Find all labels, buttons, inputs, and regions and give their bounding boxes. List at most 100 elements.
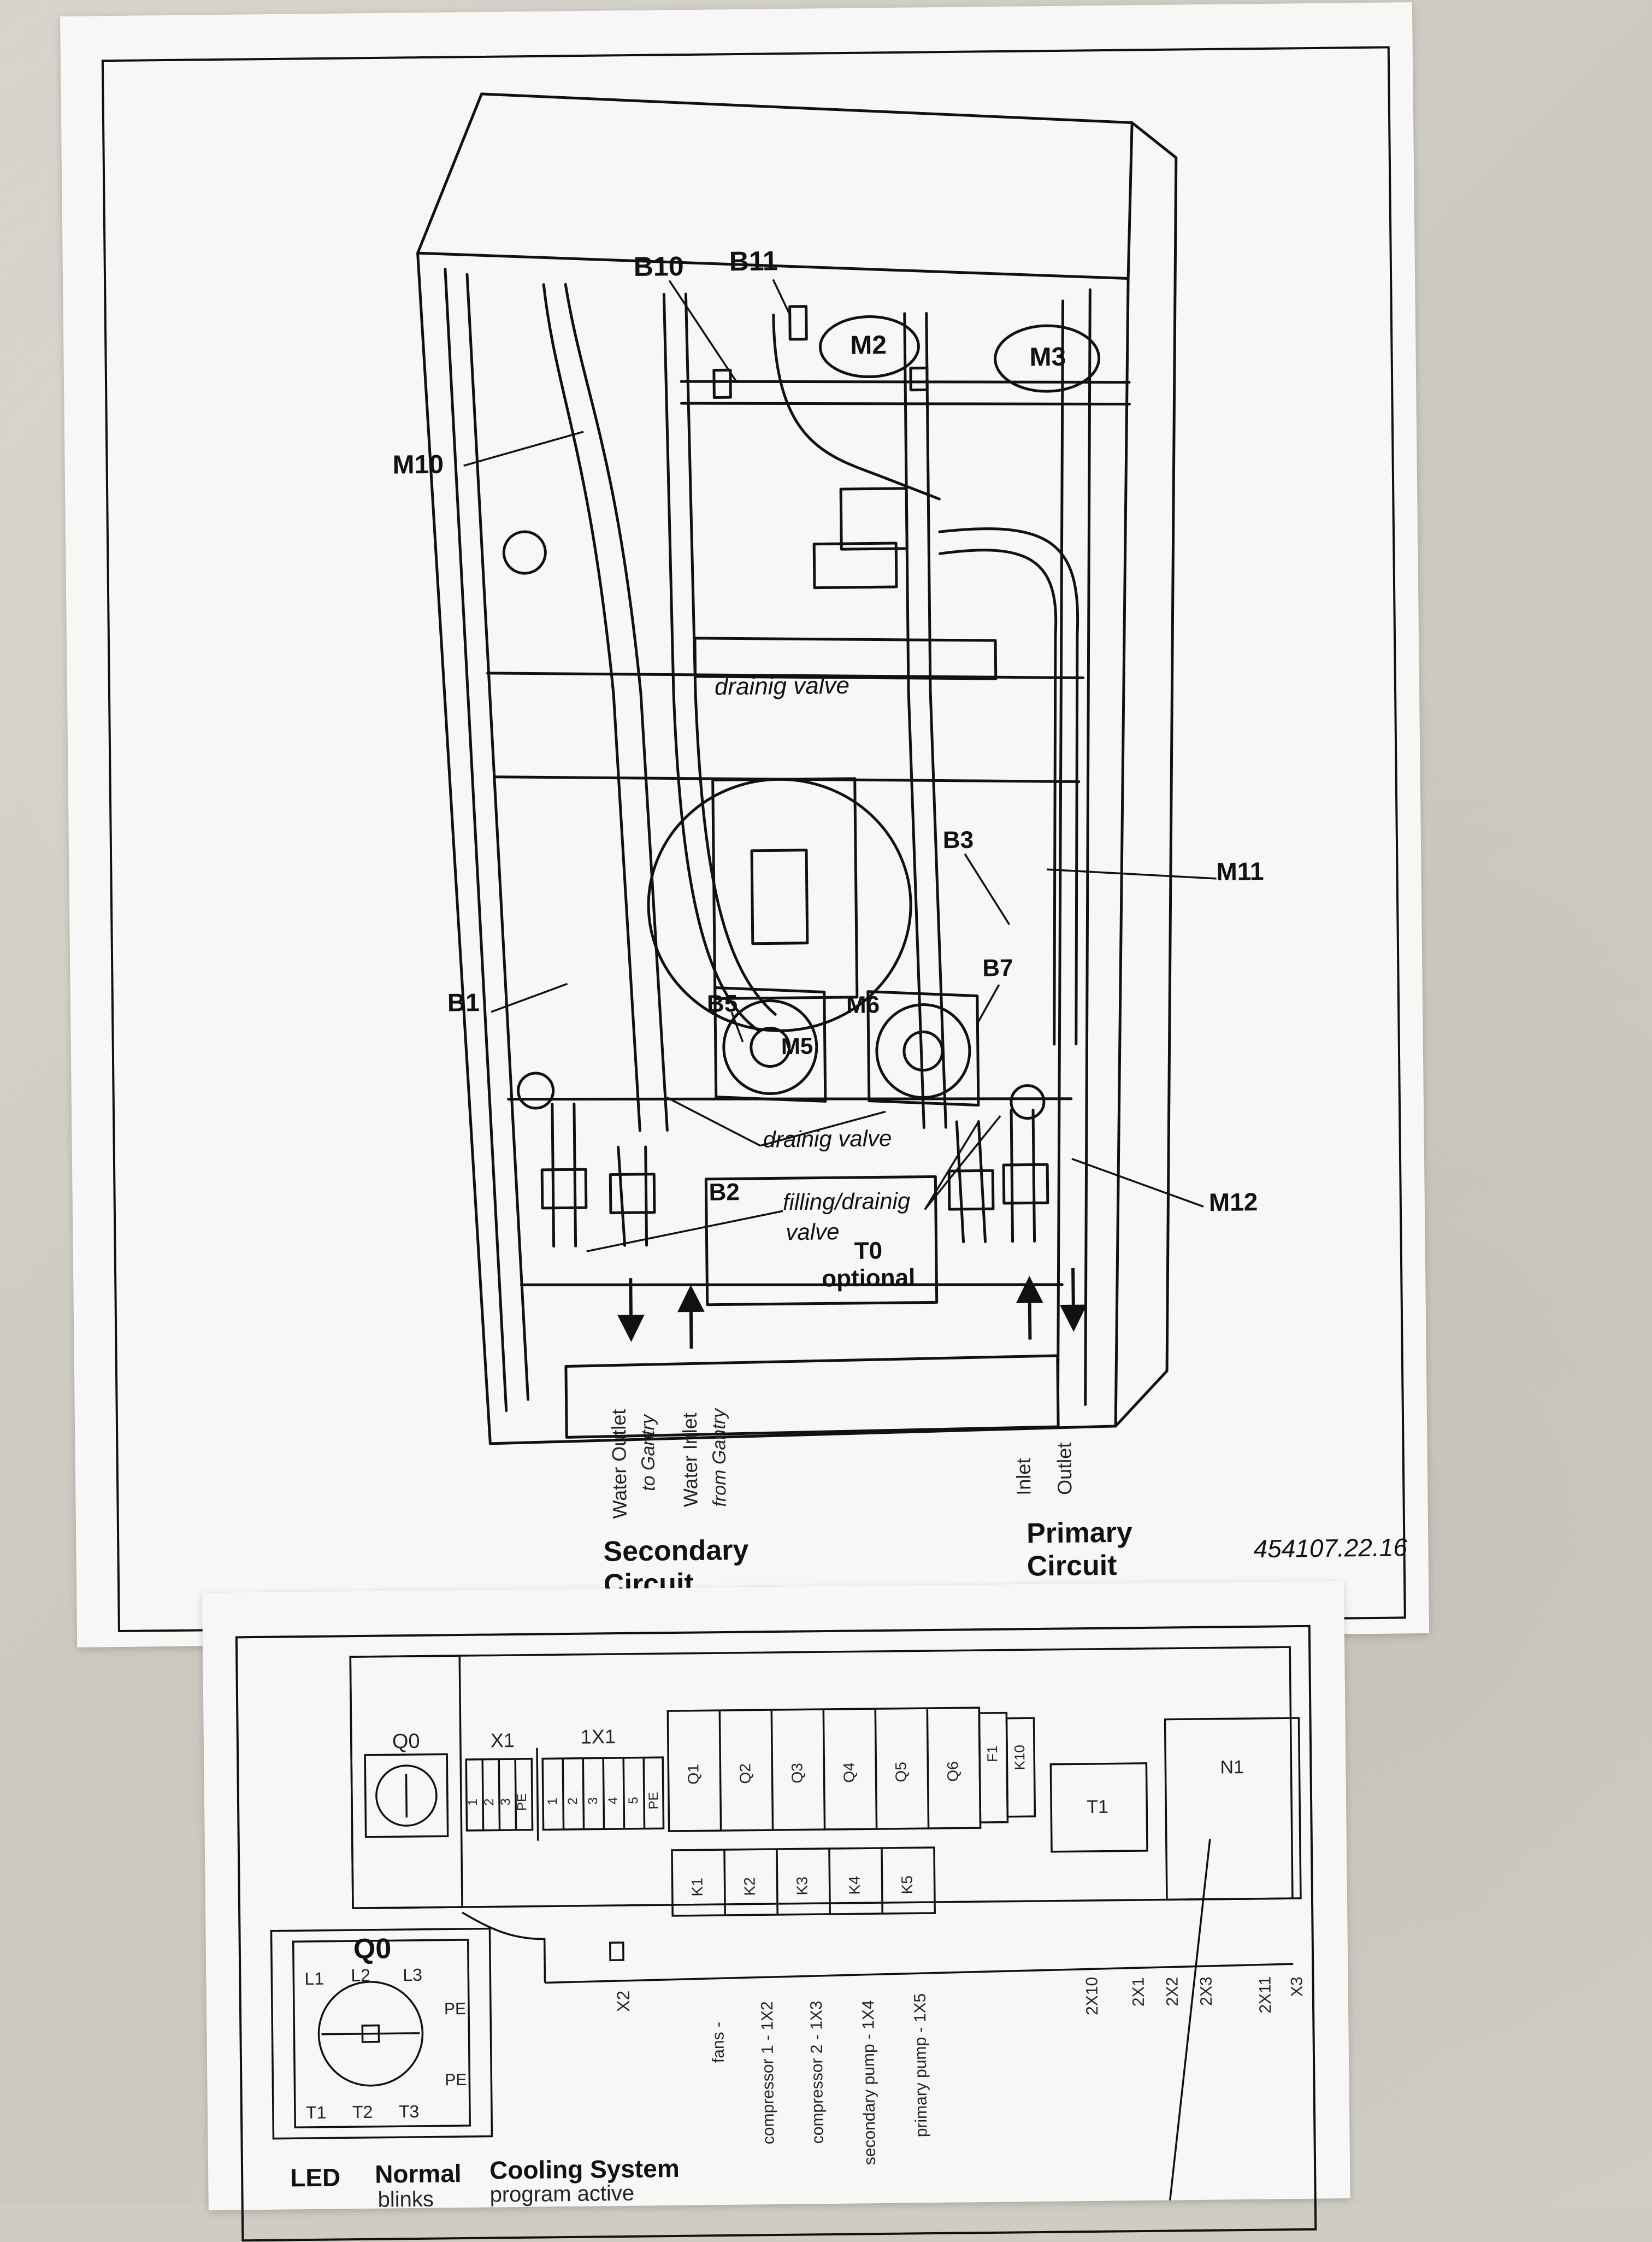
function-secondary-pump: secondary pump - 1X4: [859, 2000, 880, 2165]
leader-b5: [730, 1011, 744, 1043]
contactor-k1: K1: [688, 1878, 706, 1897]
label-primary-circuit: Circuit: [1026, 1549, 1117, 1582]
legend-led: LED: [290, 2163, 341, 2192]
label-m2: M2: [850, 331, 887, 360]
connector-2x2: 2X2: [1163, 1976, 1182, 2006]
ix1-terminal: 2: [565, 1797, 581, 1805]
label-x1: X1: [490, 1729, 515, 1752]
label-t1: T1: [1086, 1796, 1109, 1818]
connector-2x3: 2X3: [1197, 1976, 1216, 2006]
label-m5: M5: [781, 1033, 813, 1060]
leader-m11: [1047, 868, 1217, 880]
label-b5: B5: [706, 990, 738, 1017]
label-water-outlet: Water Outlet: [607, 1409, 631, 1519]
contactor-k5: K5: [898, 1875, 916, 1894]
label-primary: Primary: [1026, 1516, 1133, 1550]
label-b3: B3: [942, 826, 974, 854]
leader-m10: [463, 431, 584, 467]
cabinet-right-side: [1114, 121, 1178, 1428]
pump-m6: [875, 1003, 971, 1099]
q0-terminal-pe: PE: [444, 1999, 467, 2019]
leader-drain2: [666, 1096, 761, 1147]
label-drain-valve-upper: drainig valve: [714, 672, 850, 701]
connector-2x10: 2X10: [1083, 1976, 1102, 2016]
diagram-sheet: B10 B11 M2 M3 M10 drainig valve B3 M11 B…: [60, 2, 1430, 1647]
label-b2: B2: [709, 1179, 740, 1206]
label-from-gantry: from Gantry: [708, 1408, 730, 1507]
label-x2: X2: [613, 1990, 634, 2012]
x1-terminal: 1: [465, 1798, 481, 1806]
relay-k10: K10: [1011, 1744, 1028, 1770]
label-m12: M12: [1208, 1187, 1258, 1217]
label-n1: N1: [1220, 1757, 1244, 1778]
label-1x1: 1X1: [580, 1725, 616, 1748]
label-b7: B7: [982, 954, 1013, 982]
x1-terminal: PE: [514, 1793, 530, 1811]
label-to-gantry: to Gantry: [637, 1414, 659, 1492]
fuse-f1: F1: [984, 1745, 1001, 1763]
label-outlet: Outlet: [1053, 1442, 1076, 1496]
label-drain-valve-lower: drainig valve: [763, 1125, 892, 1152]
q0-terminal-l1: L1: [304, 1968, 324, 1989]
label-optional: optional: [822, 1264, 916, 1292]
function-fans: fans -: [709, 2021, 728, 2063]
contactor-k3: K3: [793, 1876, 811, 1896]
ix1-terminal: 1: [545, 1797, 560, 1805]
label-b11: B11: [729, 245, 778, 277]
breaker-q4: Q4: [840, 1762, 858, 1783]
label-m10: M10: [392, 450, 444, 480]
breaker-q5: Q5: [892, 1762, 910, 1782]
label-b1: B1: [447, 988, 480, 1017]
label-m6: M6: [846, 991, 880, 1019]
q0-terminal-pe-2: PE: [445, 2070, 467, 2090]
leader-b10: [668, 280, 737, 382]
leader-filling-b: [924, 1115, 1001, 1210]
arrow-inlet-secondary: [689, 1305, 693, 1349]
legend-program-active: program active: [489, 2181, 635, 2207]
arrow-outlet-secondary: [629, 1278, 633, 1322]
ix1-terminal: 4: [605, 1797, 621, 1805]
leader-m12: [1071, 1158, 1204, 1208]
connector-2x11: 2X11: [1256, 1976, 1275, 2014]
leader-b11: [772, 279, 791, 315]
leader-b1: [491, 982, 568, 1013]
q0-terminal-l2: L2: [351, 1965, 371, 1986]
label-m3: M3: [1029, 342, 1066, 372]
breaker-q1: Q1: [685, 1764, 702, 1785]
label-m11: M11: [1216, 857, 1264, 886]
label-secondary: Secondary: [603, 1534, 749, 1568]
legend-cooling-system: Cooling System: [489, 2153, 680, 2185]
label-q0-detail: Q0: [353, 1933, 392, 1966]
legend-normal: Normal: [374, 2159, 462, 2188]
label-t0: T0: [854, 1237, 883, 1264]
q0-terminal-t2: T2: [352, 2102, 373, 2122]
contactor-k2: K2: [741, 1877, 758, 1896]
breaker-q2: Q2: [736, 1763, 754, 1784]
function-primary-pump: primary pump - 1X5: [911, 1993, 931, 2138]
leader-filling: [586, 1210, 783, 1252]
label-q0-top: Q0: [392, 1729, 420, 1753]
q0-terminal-t3: T3: [398, 2101, 420, 2122]
t0-box: [704, 1175, 939, 1307]
ix1-terminal: PE: [646, 1792, 662, 1810]
panel-drawing: [270, 1646, 1302, 2200]
x1-terminal: 3: [498, 1798, 514, 1806]
leader-drain2b: [760, 1110, 886, 1147]
leader-filling-c: [924, 1121, 980, 1210]
document-number: 454107.22.16: [1253, 1533, 1408, 1563]
q0-terminal-l3: L3: [403, 1964, 423, 1985]
leader-b7: [976, 984, 1000, 1024]
base-plinth: [564, 1354, 1060, 1439]
x1-terminal: 2: [481, 1798, 497, 1806]
pump-m5: [722, 999, 818, 1095]
cabinet-left-edge: [416, 251, 492, 1445]
label-valve: valve: [786, 1219, 840, 1245]
connector-x3: X3: [1288, 1976, 1306, 1997]
ix1-terminal: 3: [585, 1797, 601, 1805]
ix1-terminal: 5: [626, 1797, 641, 1804]
panel-sheet: Q0 X1 1X1 1 2 3 PE 1 2 3 4 5 PE Q1 Q2 Q3…: [202, 1581, 1350, 2242]
label-b10: B10: [633, 251, 684, 283]
connector-2x1: 2X1: [1129, 1977, 1148, 2007]
label-water-inlet: Water Inlet: [678, 1413, 702, 1508]
label-inlet: Inlet: [1012, 1458, 1035, 1496]
